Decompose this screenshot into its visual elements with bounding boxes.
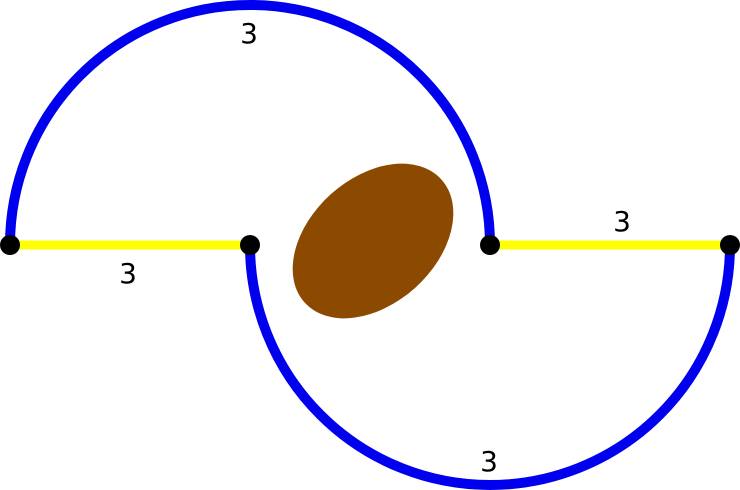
edge-arc-bottom [245, 240, 735, 490]
node-d [720, 235, 740, 255]
edge-label-arc-top: 3 [240, 17, 258, 50]
node-c [480, 235, 500, 255]
edge-arc-top [5, 0, 495, 250]
edge-label-segment-left: 3 [119, 257, 137, 290]
node-a [0, 235, 20, 255]
node-b [240, 235, 260, 255]
edge-label-arc-bottom: 3 [480, 445, 498, 478]
edge-label-segment-right: 3 [613, 205, 631, 238]
brown-blob [292, 163, 454, 319]
